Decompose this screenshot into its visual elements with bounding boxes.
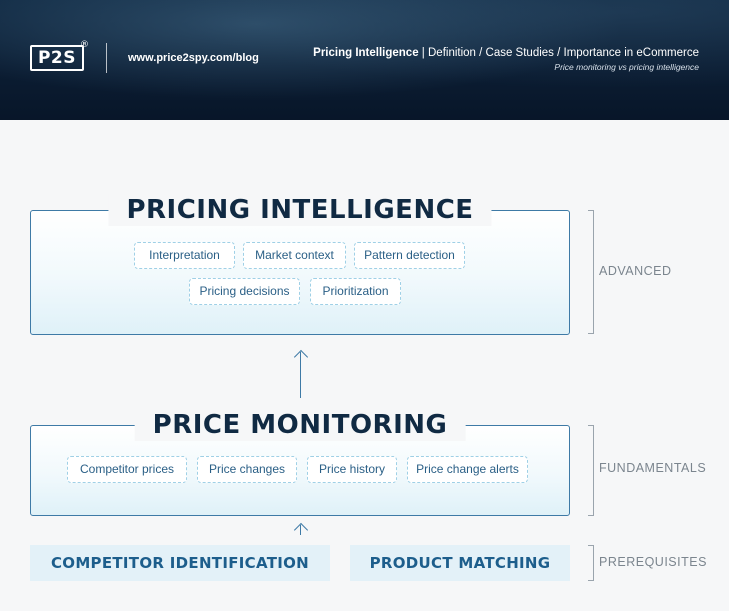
fundamentals-label: FUNDAMENTALS [599,461,707,475]
fundamentals-bracket [588,425,594,516]
advanced-bracket [588,210,594,334]
competitor-identification-box: COMPETITOR IDENTIFICATION [30,545,330,581]
chip-interpretation: Interpretation [134,242,235,269]
chip-price-change-alerts: Price change alerts [407,456,528,483]
chip-market-context: Market context [243,242,346,269]
blog-url-link[interactable]: www.price2spy.com/blog [128,52,259,64]
header-divider [106,43,107,73]
article-title: Pricing Intelligence | Definition / Case… [313,47,699,59]
arrow-up-head-2 [293,522,308,538]
chip-prioritization: Prioritization [310,278,401,305]
chip-pricing-decisions: Pricing decisions [189,278,300,305]
prerequisites-bracket [588,545,594,581]
pricing-intelligence-title: PRICING INTELLIGENCE [108,194,492,226]
chip-competitor-prices: Competitor prices [67,456,187,483]
pricing-diagram: PRICING INTELLIGENCE Interpretation Mark… [0,120,729,611]
article-subtitle: Price monitoring vs pricing intelligence [554,62,699,72]
chip-pattern-detection: Pattern detection [354,242,465,269]
price2spy-logo[interactable]: P2S [30,45,84,71]
advanced-label: ADVANCED [599,264,672,278]
prerequisites-label: PREREQUISITES [599,555,707,569]
header-banner: P2S ® www.price2spy.com/blog Pricing Int… [0,0,729,120]
article-title-bold: Pricing Intelligence [313,47,419,59]
arrow-up-line-2 [299,525,301,535]
arrow-up-line-1 [299,352,301,398]
chip-price-history: Price history [307,456,397,483]
price-monitoring-title: PRICE MONITORING [134,409,466,441]
article-title-rest: | Definition / Case Studies / Importance… [418,47,699,59]
registered-mark: ® [80,40,89,50]
arrow-up-head-1 [293,349,308,365]
chip-price-changes: Price changes [197,456,297,483]
pricing-intelligence-panel [30,210,570,335]
product-matching-box: PRODUCT MATCHING [350,545,570,581]
